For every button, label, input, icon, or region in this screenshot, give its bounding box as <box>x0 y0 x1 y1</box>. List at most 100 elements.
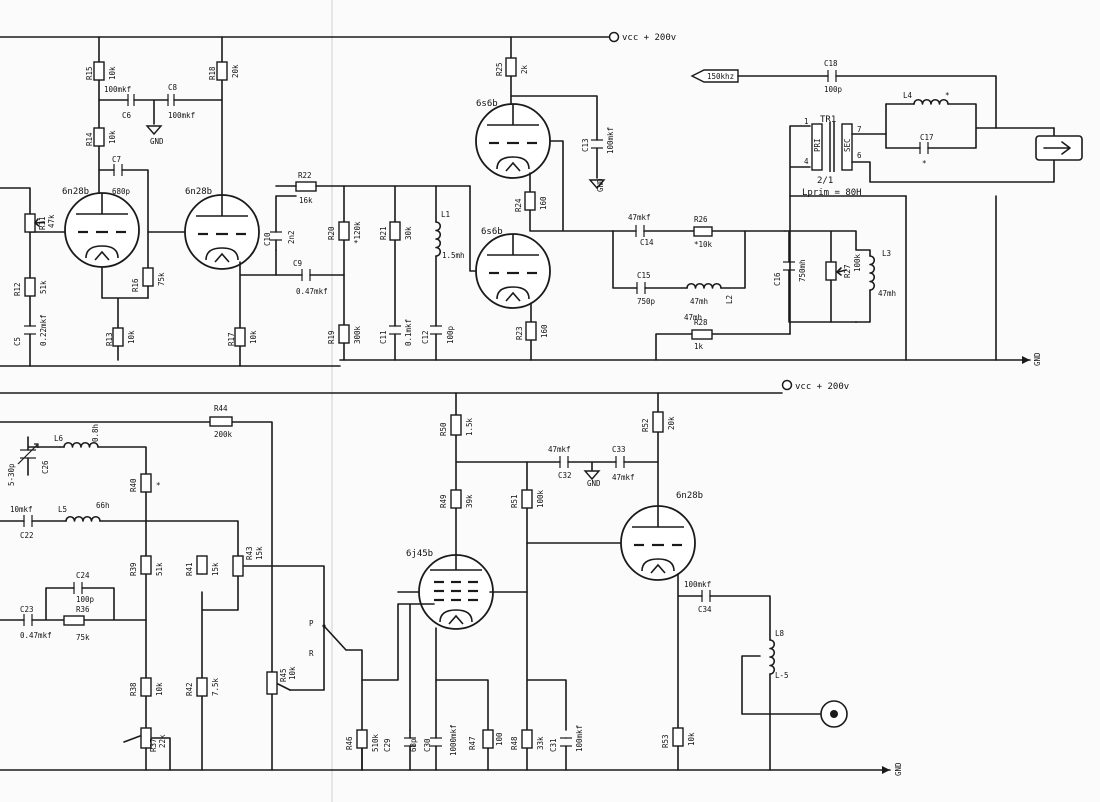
label-r49: R49 <box>439 494 448 508</box>
potentiometer-r45[interactable] <box>266 671 278 695</box>
value-l6: 0.8h <box>91 424 100 442</box>
inductor-l2 <box>686 282 722 289</box>
label-l2: L2 <box>725 295 734 304</box>
value-r22: 16k <box>299 196 313 205</box>
label-c14: C14 <box>640 238 654 247</box>
value-r38: 10k <box>155 682 164 696</box>
tube-v4 <box>474 232 552 310</box>
gnd-rail-top <box>0 359 1031 367</box>
label-r38: R38 <box>129 682 138 696</box>
value-r45: 10k <box>288 666 297 680</box>
label-r19: R19 <box>327 330 336 344</box>
value-r12: 51k <box>39 280 48 294</box>
value-c15: 750p <box>637 297 656 306</box>
inductor-l1 <box>435 221 442 257</box>
tube-v5 <box>417 553 495 631</box>
label-r16: R16 <box>131 278 140 292</box>
label-tube-v6: 6n28b <box>676 491 703 501</box>
value-c34: 100mkf <box>684 580 711 589</box>
potentiometer-r11[interactable] <box>24 213 36 233</box>
value-r21: 30k <box>404 226 413 240</box>
resistor-r18 <box>216 61 228 81</box>
gnd-label-c32: GND <box>587 479 601 488</box>
label-c33: C33 <box>612 445 626 454</box>
label-r46: R46 <box>345 736 354 750</box>
resistor-r12 <box>24 277 36 297</box>
resistor-r48 <box>521 729 533 749</box>
resistor-r50 <box>450 414 462 436</box>
value-r42: 7.5k <box>211 677 220 696</box>
value-r28: 1k <box>694 342 704 351</box>
label-c34: C34 <box>698 605 712 614</box>
value-c7: 680p <box>112 187 131 196</box>
resistor-r28 <box>691 329 713 340</box>
label-r43: R43 <box>245 546 254 560</box>
vcc-terminal-top[interactable] <box>608 31 620 43</box>
label-r40: R40 <box>129 478 138 492</box>
label-c30: C30 <box>423 738 432 752</box>
label-c22: C22 <box>20 531 34 540</box>
value-r52: 20k <box>667 416 676 430</box>
label-r14: R14 <box>85 132 94 146</box>
value-r17: 10k <box>249 330 258 344</box>
value-r27: 100k <box>853 253 862 272</box>
inductor-l5 <box>65 515 101 522</box>
pin-tr1-4: 4 <box>804 157 809 166</box>
transformer-tr1-primary <box>811 123 823 171</box>
potentiometer-r43[interactable] <box>232 555 244 577</box>
resistor-r22 <box>295 181 317 192</box>
gnd-symbol-c32 <box>584 470 600 480</box>
resistor-r17 <box>234 327 246 347</box>
value-c30: 1000mkf <box>449 724 458 756</box>
value-r36: 75k <box>76 633 90 642</box>
resistor-r23 <box>525 321 537 341</box>
value-r50: 1.5k <box>465 417 474 436</box>
label-r18: R18 <box>208 66 217 80</box>
value-l2-alt: 47mh <box>684 313 702 322</box>
label-l1: L1 <box>441 210 450 219</box>
label-r50: R50 <box>439 422 448 436</box>
tube-v6 <box>619 504 697 582</box>
value-r16: 75k <box>157 272 166 286</box>
value-c22: 10mkf <box>10 505 33 514</box>
value-l8: L-5 <box>775 671 789 680</box>
label-r15: R15 <box>85 66 94 80</box>
bottom-oscillator-section: vcc + 200v GND R44 200k 5-30p C26 L6 0.8… <box>0 379 903 776</box>
vcc-terminal-bottom[interactable] <box>781 379 793 391</box>
output-arrow-icon <box>1043 141 1071 155</box>
value-c10: 2n2 <box>287 230 296 244</box>
label-r42: R42 <box>185 682 194 696</box>
label-r20: R20 <box>327 226 336 240</box>
value-r49: 39k <box>465 494 474 508</box>
label-c32: C32 <box>558 471 572 480</box>
label-r17: R17 <box>227 332 236 346</box>
value-l1: 1.5mh <box>442 251 465 260</box>
label-c8: C8 <box>168 83 178 92</box>
potentiometer-r27[interactable] <box>825 261 837 281</box>
label-tube-v1: 6n28b <box>62 187 89 197</box>
value-r40: * <box>156 481 161 490</box>
value-r25: 2k <box>520 64 529 74</box>
resistor-r53 <box>672 727 684 747</box>
label-r39: R39 <box>129 562 138 576</box>
value-c17: * <box>922 159 927 168</box>
label-tr1-pri: PRI <box>813 138 822 152</box>
input-150khz-label: 150khz <box>707 72 734 81</box>
value-c5: 0.22mkf <box>39 314 48 346</box>
label-c18: C18 <box>824 59 838 68</box>
tube-v2 <box>183 193 261 271</box>
gnd-label-bottom: GND <box>894 762 903 776</box>
value-c33: 47mkf <box>612 473 635 482</box>
inductor-l4 <box>913 98 949 105</box>
value-l3: 47mh <box>878 289 896 298</box>
value-r19: 300k <box>353 325 362 344</box>
resistor-r24 <box>524 191 536 211</box>
label-r41: R41 <box>185 562 194 576</box>
resistor-r36 <box>63 615 85 626</box>
inductor-l3 <box>869 255 876 291</box>
vcc-label-bottom: vcc + 200v <box>795 382 849 392</box>
switch-p-r[interactable] <box>323 625 363 771</box>
resistor-r52 <box>652 411 664 433</box>
label-tr1-lprim: Lprim = 80H <box>802 188 862 198</box>
